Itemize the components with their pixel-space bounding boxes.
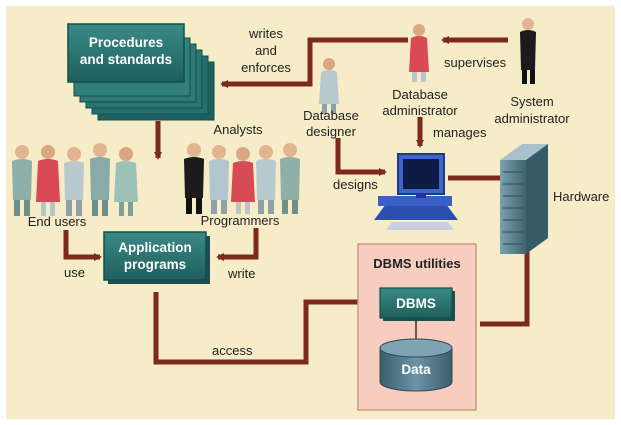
person-figure-icon	[12, 18, 536, 216]
diagram-labels: writes and enforces supervises Database …	[28, 26, 610, 358]
arrow-use	[63, 230, 102, 261]
hardware-label: Hardware	[553, 189, 609, 204]
data-label: Data	[401, 362, 431, 377]
database-administrator-figure	[409, 24, 429, 82]
connectors	[63, 36, 530, 365]
link-hardware-dbms	[480, 250, 530, 327]
database-cylinder-icon: Data	[379, 338, 453, 392]
designs-label: designs	[333, 177, 378, 192]
access-label: access	[212, 343, 253, 358]
analysts-label: Analysts	[213, 122, 263, 137]
supervises-label: supervises	[444, 55, 507, 70]
arrow-access	[153, 292, 374, 365]
system-administrator-label-line1: System	[510, 94, 553, 109]
application-label-line2: programs	[124, 257, 186, 272]
application-label-line1: Application	[118, 240, 192, 255]
system-administrator-figure	[520, 18, 536, 84]
arrow-write	[216, 228, 259, 261]
dbms-utilities-panel: DBMS utilities DBMS Data	[357, 243, 477, 411]
dbms-utilities-label: DBMS utilities	[373, 256, 460, 271]
programmers-label: Programmers	[201, 213, 280, 228]
enforces-label: enforces	[241, 60, 291, 75]
manages-label: manages	[433, 125, 487, 140]
dbms-box: DBMS	[379, 287, 455, 321]
database-designer-label-line1: Database	[303, 108, 359, 123]
arrow-writes-enforces	[220, 37, 408, 88]
database-designer-label-line2: designer	[306, 124, 357, 139]
use-label: use	[64, 265, 85, 280]
procedures-label-line1: Procedures	[89, 35, 163, 50]
procedures-label-line2: and standards	[80, 52, 172, 67]
database-designer-figure	[319, 58, 339, 114]
writes-label: writes	[248, 26, 283, 41]
server-tower-icon	[500, 144, 548, 254]
write-label: write	[227, 266, 255, 281]
dbms-label: DBMS	[396, 296, 436, 311]
computer-workstation-icon	[374, 153, 458, 230]
end-users-group	[12, 143, 138, 216]
procedures-and-standards-box: Procedures and standards	[67, 23, 215, 121]
and-label: and	[255, 43, 277, 58]
arrow-designs	[335, 138, 387, 176]
system-administrator-label-line2: administrator	[494, 111, 570, 126]
programmers-group	[184, 143, 300, 214]
application-programs-box: Application programs	[103, 231, 210, 284]
end-users-label: End users	[28, 214, 87, 229]
database-administrator-label-line2: administrator	[382, 103, 458, 118]
database-administrator-label-line1: Database	[392, 87, 448, 102]
